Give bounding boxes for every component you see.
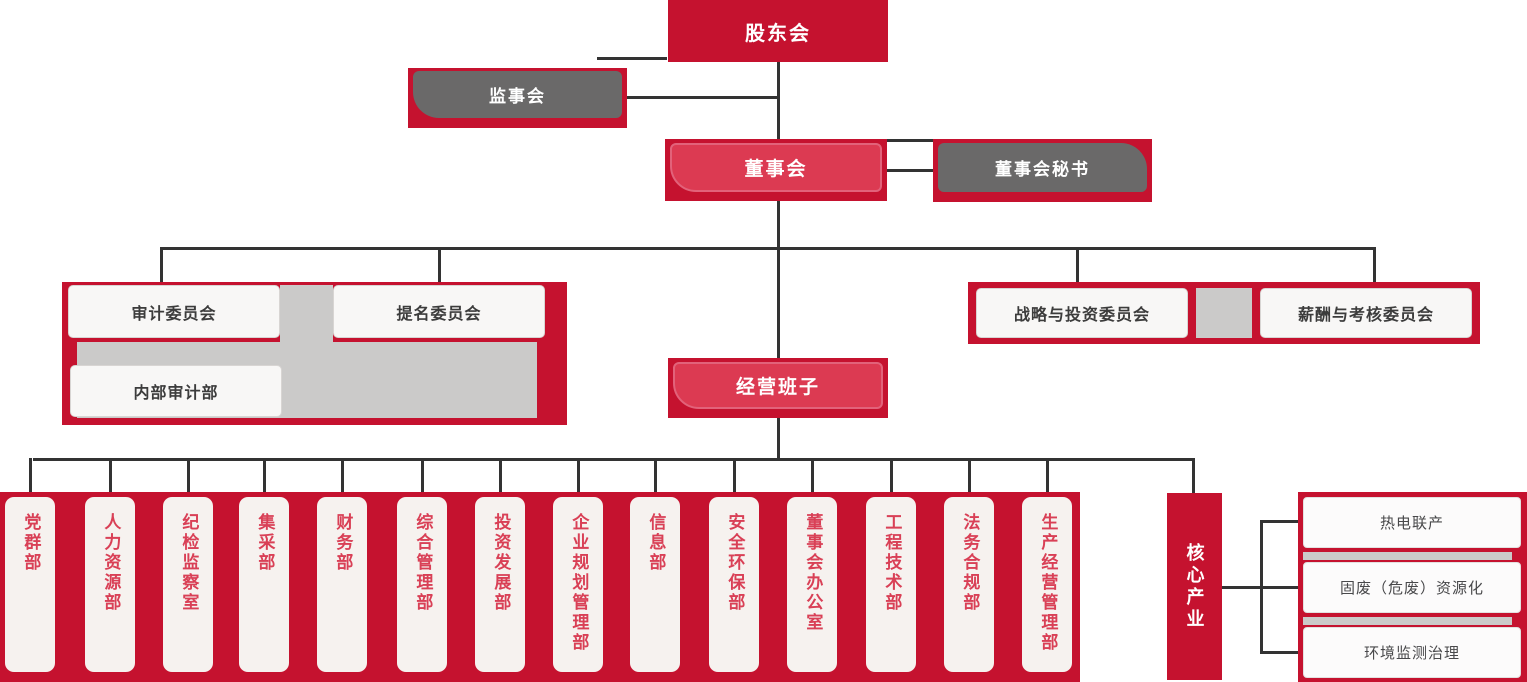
- node-internal-audit-dept: 内部审计部: [70, 365, 282, 417]
- management-team-label: 经营班子: [735, 377, 820, 398]
- connector-supervisory-trunk: [627, 96, 780, 99]
- node-strategy-committee: 战略与投资委员会: [976, 288, 1188, 338]
- node-supervisory-board: 监事会: [408, 68, 627, 128]
- department-box-engineering-technology: 工程技术部: [866, 497, 916, 672]
- connector-trunk-1: [777, 62, 780, 139]
- node-board: 董事会: [665, 139, 887, 201]
- connector-trunk-3: [777, 418, 780, 459]
- nomination-committee-label: 提名委员会: [396, 305, 482, 323]
- connector-committee-horizontal: [160, 247, 1376, 250]
- node-nomination-committee: 提名委员会: [333, 285, 545, 338]
- node-management-team: 经营班子: [668, 358, 888, 418]
- connector-core-bracket-h: [1222, 586, 1262, 589]
- connector-drop-strategy: [1076, 247, 1079, 283]
- node-supervisory-label: 监事会: [489, 87, 546, 106]
- connector-drop-dept-11: [811, 458, 814, 494]
- strategy-committee-label: 战略与投资委员会: [1013, 307, 1150, 324]
- connector-drop-dept-10: [733, 458, 736, 494]
- connector-board-secretary-top: [887, 139, 933, 142]
- connector-drop-dept-13: [968, 458, 971, 494]
- department-box-information: 信息部: [630, 497, 680, 672]
- node-shareholders-label: 股东会: [745, 22, 811, 45]
- connector-industry-stub-1: [1261, 520, 1303, 523]
- node-shareholders: 股东会: [668, 0, 888, 62]
- department-box-discipline-inspection: 纪检监察室: [163, 497, 213, 672]
- department-box-investment-development: 投资发展部: [475, 497, 525, 672]
- node-audit-committee: 审计委员会: [68, 285, 280, 338]
- industry-box-chp: 热电联产: [1303, 497, 1521, 548]
- department-box-safety-environment: 安全环保部: [709, 497, 759, 672]
- department-box-legal-compliance: 法务合规部: [944, 497, 994, 672]
- core-industry-label: 核心产业: [1184, 542, 1205, 631]
- connector-industry-stub-3: [1261, 651, 1303, 654]
- committee-group-right: 战略与投资委员会 薪酬与考核委员会: [968, 282, 1480, 344]
- node-board-secretary-label: 董事会秘书: [995, 160, 1090, 179]
- department-box-enterprise-planning: 企业规划管理部: [553, 497, 603, 672]
- department-box-centralized-procurement: 集采部: [239, 497, 289, 672]
- department-band: [0, 492, 1080, 682]
- connector-department-horizontal: [33, 458, 1194, 461]
- core-industry-group: 热电联产 固废（危废）资源化 环境监测治理: [1298, 492, 1527, 682]
- connector-drop-dept-14: [1046, 458, 1049, 494]
- connector-drop-compensation: [1373, 247, 1376, 283]
- department-box-party-masses: 党群部: [5, 497, 55, 672]
- connector-industry-stub-2: [1261, 586, 1303, 589]
- connector-board-secretary-mid: [887, 169, 933, 172]
- compensation-committee-label: 薪酬与考核委员会: [1297, 307, 1434, 324]
- connector-drop-dept-12: [890, 458, 893, 494]
- connector-drop-nomination: [438, 247, 441, 283]
- connector-drop-audit: [160, 247, 163, 283]
- industry-separator-1: [1303, 552, 1512, 560]
- department-box-finance: 财务部: [317, 497, 367, 672]
- connector-drop-core-industry: [1192, 458, 1195, 494]
- connector-drop-dept-6: [421, 458, 424, 494]
- committee-group-left: 审计委员会 提名委员会 内部审计部: [62, 282, 567, 425]
- node-board-secretary: 董事会秘书: [933, 139, 1152, 202]
- connector-trunk-2: [777, 201, 780, 358]
- department-box-board-office: 董事会办公室: [787, 497, 837, 672]
- connector-drop-dept-9: [654, 458, 657, 494]
- node-compensation-committee: 薪酬与考核委员会: [1260, 288, 1472, 338]
- connector-drop-dept-4: [263, 458, 266, 494]
- department-box-human-resources: 人力资源部: [85, 497, 135, 672]
- connector-drop-dept-1: [29, 458, 32, 494]
- connector-shareholders-left-stub: [597, 57, 667, 60]
- industry-box-environment-monitoring: 环境监测治理: [1303, 627, 1521, 678]
- industry-separator-2: [1303, 617, 1512, 625]
- internal-audit-label: 内部审计部: [133, 385, 219, 402]
- department-box-general-management: 综合管理部: [397, 497, 447, 672]
- connector-drop-dept-3: [187, 458, 190, 494]
- department-box-production-operation: 生产经营管理部: [1022, 497, 1072, 672]
- connector-drop-dept-7: [499, 458, 502, 494]
- node-core-industry: 核心产业: [1167, 493, 1222, 680]
- committee-right-gray-column: [1196, 288, 1252, 338]
- connector-drop-dept-2: [109, 458, 112, 494]
- industry-box-solid-waste: 固废（危废）资源化: [1303, 562, 1521, 613]
- connector-drop-dept-5: [341, 458, 344, 494]
- connector-drop-dept-8: [577, 458, 580, 494]
- node-board-label: 董事会: [744, 159, 808, 180]
- audit-committee-label: 审计委员会: [131, 305, 217, 323]
